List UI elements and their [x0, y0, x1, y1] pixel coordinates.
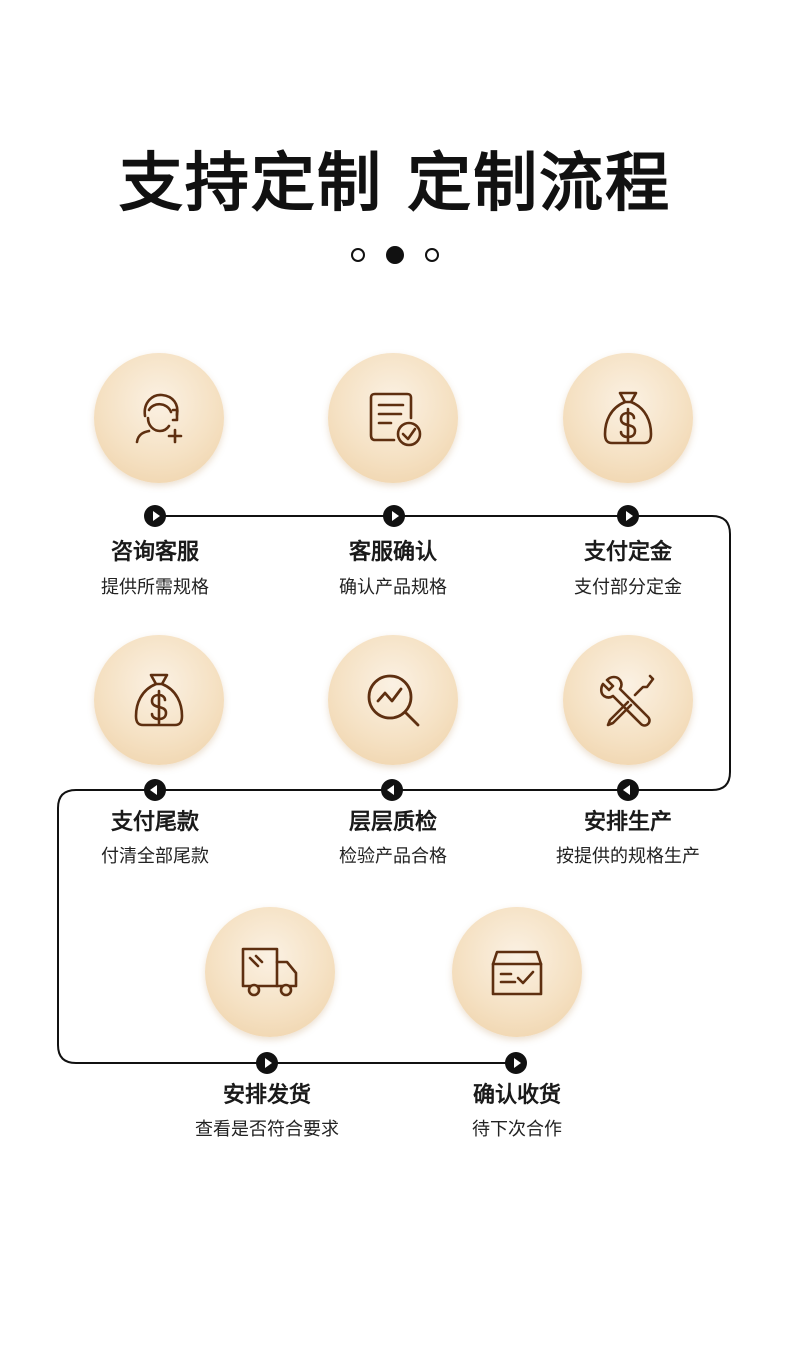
- step-5-desc: 检验产品合格: [339, 846, 447, 867]
- step-3-title: 支付定金: [583, 540, 672, 565]
- pagination-dots: [0, 246, 790, 268]
- step-7-title: 安排发货: [222, 1083, 311, 1108]
- step-7-desc: 查看是否符合要求: [195, 1119, 339, 1140]
- step-8-title: 确认收货: [472, 1083, 561, 1108]
- step-4-circle: [94, 635, 224, 765]
- flow-arrow-left: [381, 779, 403, 801]
- step-7-circle: [205, 907, 335, 1037]
- pagination-dot[interactable]: [425, 248, 439, 262]
- money-bag-icon: [603, 391, 653, 445]
- tools-icon: [599, 674, 655, 727]
- step-3-circle: [563, 353, 693, 483]
- truck-icon: [241, 947, 298, 997]
- step-1-circle: [94, 353, 224, 483]
- pagination-dot[interactable]: [351, 248, 365, 262]
- step-6-desc: 按提供的规格生产: [556, 846, 700, 867]
- step-2-desc: 确认产品规格: [339, 577, 447, 598]
- step-8-desc: 待下次合作: [472, 1119, 562, 1140]
- magnifier-chart-icon: [367, 674, 420, 727]
- step-6-title: 安排生产: [583, 810, 672, 835]
- flow-arrow-right: [383, 505, 405, 527]
- step-2-title: 客服确认: [348, 540, 437, 565]
- pagination-dot-active[interactable]: [386, 246, 404, 264]
- step-3-desc: 支付部分定金: [574, 577, 682, 598]
- money-bag-icon: [134, 673, 184, 727]
- flow-arrow-right: [144, 505, 166, 527]
- flow-arrow-left: [144, 779, 166, 801]
- step-5-title: 层层质检: [348, 810, 437, 835]
- flow-arrow-right: [505, 1052, 527, 1074]
- step-2-circle: [328, 353, 458, 483]
- step-6-circle: [563, 635, 693, 765]
- box-check-icon: [491, 950, 543, 996]
- flow-arrow-left: [617, 779, 639, 801]
- step-5-circle: [328, 635, 458, 765]
- step-1-desc: 提供所需规格: [101, 577, 209, 598]
- page-title: 支持定制 定制流程: [118, 147, 672, 221]
- customer-service-icon: [135, 393, 183, 444]
- step-4-desc: 付清全部尾款: [101, 846, 209, 867]
- flow-arrow-right: [256, 1052, 278, 1074]
- step-8-circle: [452, 907, 582, 1037]
- step-1-title: 咨询客服: [110, 540, 199, 565]
- flow-arrow-right: [617, 505, 639, 527]
- step-4-title: 支付尾款: [110, 810, 199, 835]
- document-check-icon: [369, 392, 422, 447]
